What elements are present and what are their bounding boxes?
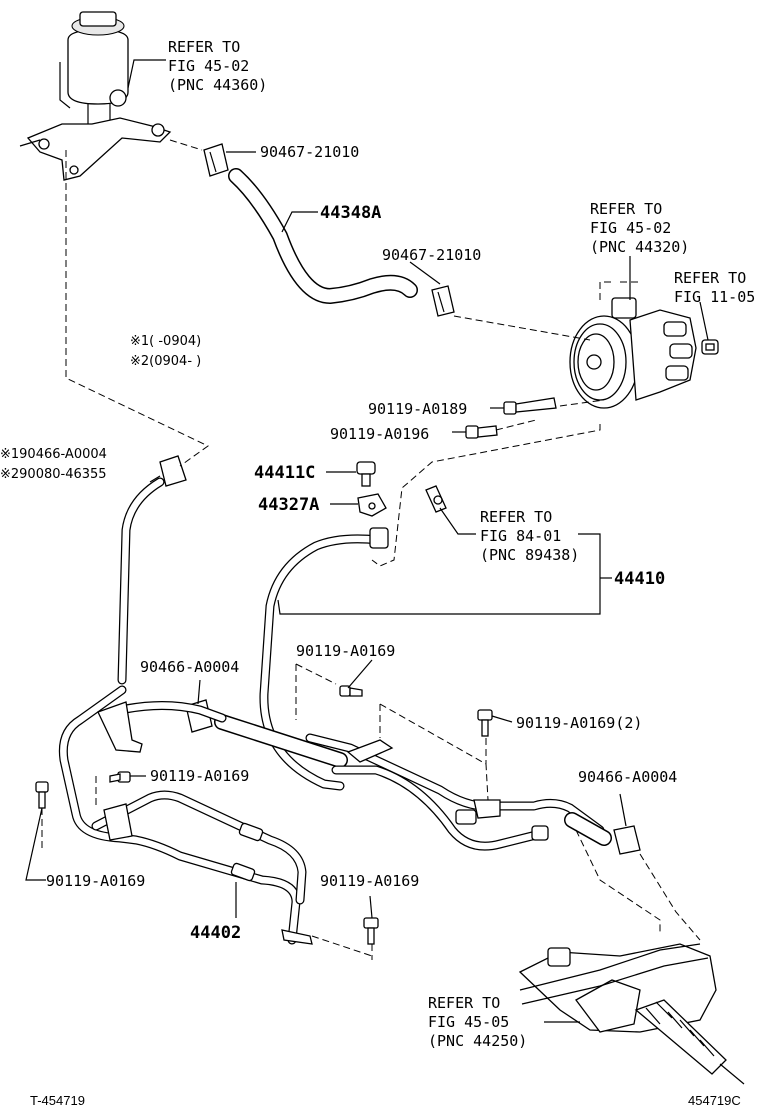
bolt-90119-a0196[interactable] [465,425,498,439]
label-bolt-0189: 90119-A0189 [368,400,467,418]
label-clamp-right: 90466-A0004 [578,768,677,786]
label-bolt-low: 90119-A0169 [320,872,419,890]
footer-right-code: 454719C [688,1093,741,1108]
bolt-left-low-90119-a0169[interactable] [35,781,49,809]
label-clamp-top: 90467-21010 [260,143,359,161]
steering-gear[interactable] [518,943,717,1033]
bolt-right-90119-a0169[interactable] [477,709,493,737]
bolt-upper-90119-a0169[interactable] [339,685,363,697]
reservoir-refer-line1: REFER TO [168,38,240,56]
hose-clamp-left[interactable] [159,455,187,487]
hose-clamp-top[interactable] [203,143,229,177]
footer-left-code: T-454719 [30,1093,85,1108]
pressure-sensor[interactable] [425,485,447,513]
reservoir-refer-line3: (PNC 44360) [168,76,267,94]
clamp-44327a[interactable] [357,493,387,517]
sensor-refer-line2: FIG 84-01 [480,527,561,545]
label-bolt-left-mid: 90119-A0169 [150,767,249,785]
bolt-90119-a0189[interactable] [503,397,557,415]
pump-nut[interactable] [701,339,719,355]
sensor-refer: REFER TO FIG 84-01 (PNC 89438) [480,508,579,564]
reservoir-refer-line2: FIG 45-02 [168,57,249,75]
note-1: ※1( -0904) [130,334,201,349]
fig11-refer: REFER TO FIG 11-05 [674,269,755,306]
note-2: ※2(0904- ) [130,354,201,369]
cooler-tube-44402[interactable] [58,685,313,945]
pump-refer-line1: REFER TO [590,200,662,218]
label-hose-suction: 44348A [320,203,381,223]
label-alt1: ※190466-A0004 [0,447,107,462]
gear-refer-line2: FIG 45-05 [428,1013,509,1031]
pump-refer: REFER TO FIG 45-02 (PNC 44320) [590,200,689,256]
guide-lines [41,139,701,960]
return-hose[interactable] [117,477,165,685]
pump-refer-line3: (PNC 44320) [590,238,689,256]
pump-refer-line2: FIG 45-02 [590,219,671,237]
label-pressure-tube: 44410 [614,569,665,589]
gear-refer-line1: REFER TO [428,994,500,1012]
bolt-left-mid-90119-a0169[interactable] [109,771,131,783]
gear-refer-line3: (PNC 44250) [428,1032,527,1050]
label-bolt-0196: 90119-A0196 [330,425,429,443]
hose-clamp-right[interactable] [613,825,641,855]
pressure-hose-mid[interactable] [214,714,348,768]
label-alt2: ※290080-46355 [0,467,107,482]
label-bolt-upper: 90119-A0169 [296,642,395,660]
sensor-refer-line3: (PNC 89438) [480,546,579,564]
bolt-low-90119-a0169[interactable] [363,917,379,945]
reservoir-bracket [19,117,172,181]
bracket-center [346,739,501,819]
steering-boot[interactable] [634,999,745,1085]
fig11-refer-line2: FIG 11-05 [674,288,755,306]
return-hose-right[interactable] [564,812,612,846]
sensor-refer-line1: REFER TO [480,508,552,526]
bolt-44411c[interactable] [356,461,376,487]
label-clamp-pump: 90467-21010 [382,246,481,264]
pressure-tube-44410[interactable] [259,527,389,791]
label-clamp-mid: 90466-A0004 [140,658,239,676]
bracket-left [97,701,143,841]
label-bolt-left-low: 90119-A0169 [46,872,145,890]
label-bolt-44411c: 44411C [254,463,315,483]
reservoir-refer: REFER TO FIG 45-02 (PNC 44360) [168,38,267,94]
leader-lines [25,59,709,1023]
label-bolt-right: 90119-A0169(2) [516,714,642,732]
gear-refer: REFER TO FIG 45-05 (PNC 44250) [428,994,527,1050]
label-clamp-44327a: 44327A [258,495,319,515]
suction-hose-44348a[interactable] [228,168,418,304]
power-steering-pump[interactable] [569,297,697,409]
label-cooler-tube: 44402 [190,923,241,943]
hose-clamp-pump[interactable] [431,285,455,317]
fig11-refer-line1: REFER TO [674,269,746,287]
reservoir-tank[interactable] [59,11,129,124]
